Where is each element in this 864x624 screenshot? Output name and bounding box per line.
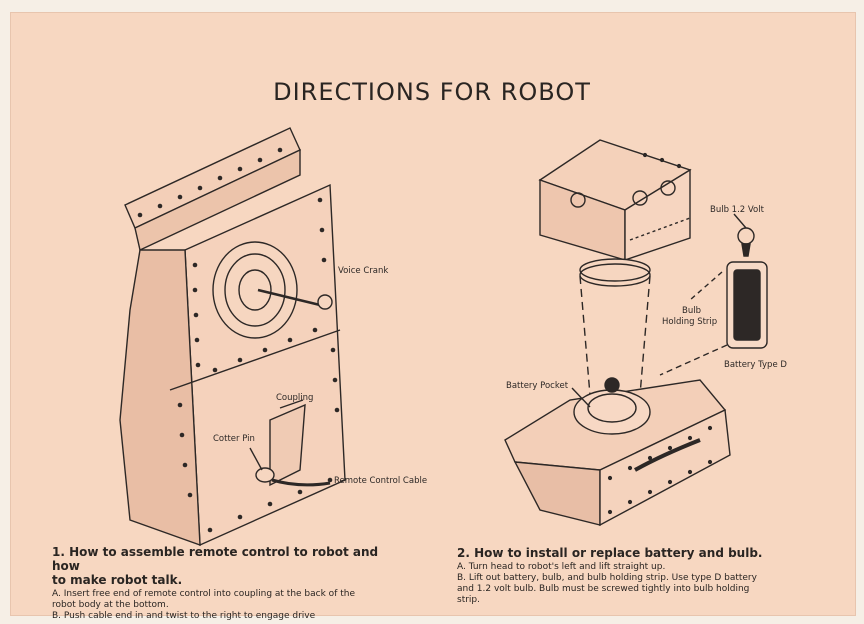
section-2-step: B. Lift out battery, bulb, and bulb hold… [457, 573, 757, 583]
section-2-heading: 2. How to install or replace battery and… [457, 546, 763, 560]
label-bulb-holding-strip-line1: Bulb [682, 306, 701, 316]
section-1-heading-line1: 1. How to assemble remote control to rob… [52, 545, 379, 573]
label-cotter-pin: Cotter Pin [213, 434, 255, 444]
robot-body-illustration [119, 127, 346, 547]
label-remote-control-cable: Remote Control Cable [334, 476, 428, 486]
robot-head-battery-illustration [504, 139, 768, 527]
section-1-steps: A. Insert free end of remote control int… [52, 589, 407, 622]
section-2-steps: A. Turn head to robot's left and lift st… [457, 562, 817, 606]
label-battery-pocket: Battery Pocket [506, 381, 569, 391]
section-battery-bulb: 2. How to install or replace battery and… [457, 546, 817, 606]
section-1-step: B. Push cable end in and twist to the ri… [52, 611, 316, 621]
section-2-step: strip. [457, 595, 480, 605]
section-2-step: and 1.2 volt bulb. Bulb must be screwed … [457, 584, 750, 594]
section-2-step: A. Turn head to robot's left and lift st… [457, 562, 666, 572]
section-1-step: robot body at the bottom. [52, 600, 169, 610]
label-coupling: Coupling [276, 393, 314, 403]
label-voice-crank: Voice Crank [338, 266, 389, 276]
section-1-heading-line2: to make robot talk. [52, 573, 183, 587]
section-1-step: A. Insert free end of remote control int… [52, 589, 355, 599]
label-bulb-holding-strip-line2: Holding Strip [662, 317, 718, 327]
section-remote-control: 1. How to assemble remote control to rob… [52, 545, 407, 622]
label-bulb-volt: Bulb 1.2 Volt [710, 205, 764, 215]
label-battery-type: Battery Type D [724, 360, 787, 370]
page-title: DIRECTIONS FOR ROBOT [273, 78, 591, 106]
